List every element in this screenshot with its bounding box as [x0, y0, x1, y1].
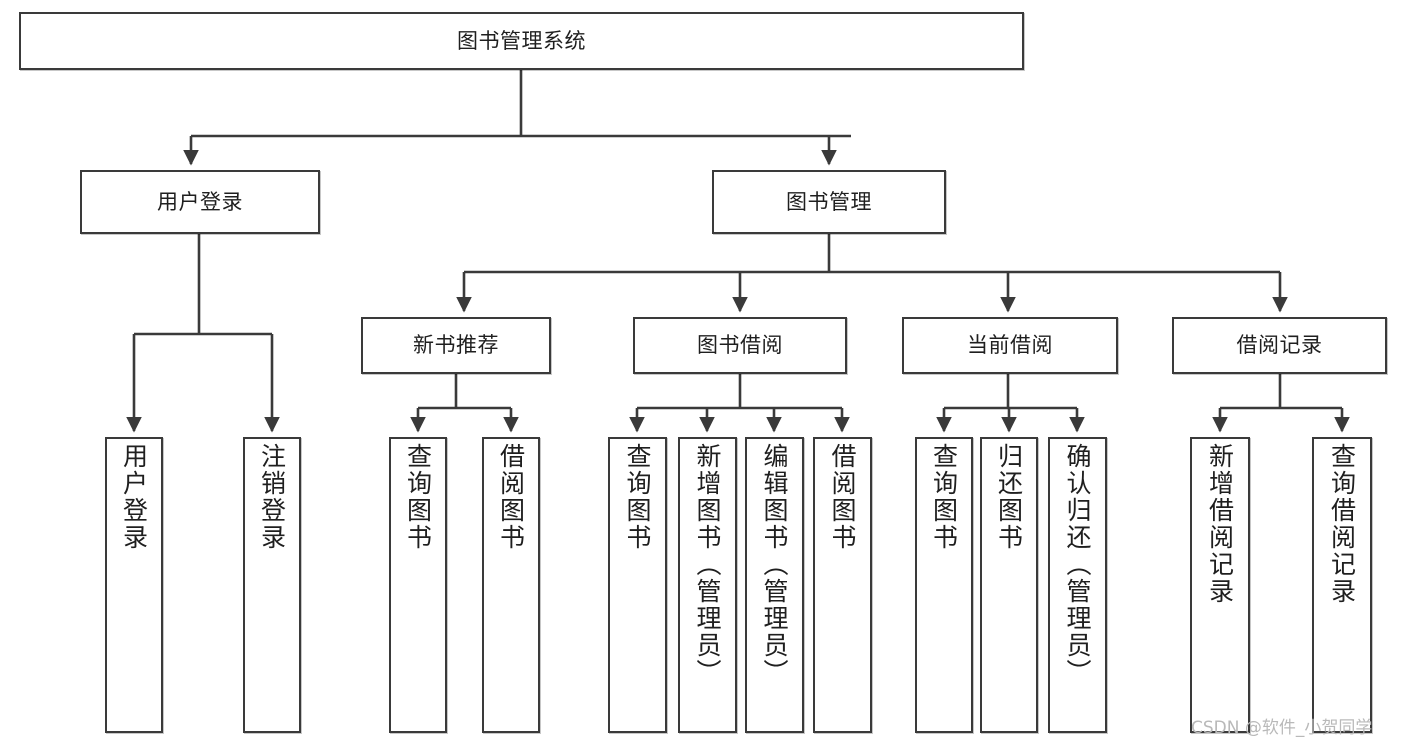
leaf-query-book-borrow[interactable]: 查询图书 [608, 437, 667, 733]
leaf-logout-label: 注销登录 [257, 443, 287, 551]
node-user-login[interactable]: 用户登录 [80, 170, 320, 234]
leaf-query-borrow-record-label: 查询借阅记录 [1327, 443, 1357, 605]
leaf-query-book-recommend[interactable]: 查询图书 [389, 437, 447, 733]
leaf-query-borrow-record[interactable]: 查询借阅记录 [1312, 437, 1372, 733]
leaf-borrow-book-label: 借阅图书 [828, 443, 857, 551]
leaf-user-login-label: 用户登录 [119, 443, 149, 551]
leaf-return-book[interactable]: 归还图书 [980, 437, 1038, 733]
leaf-edit-book[interactable]: 编辑图书（管理员） [745, 437, 804, 733]
node-root[interactable]: 图书管理系统 [19, 12, 1024, 70]
csdn-watermark: CSDN @软件_小贺同学 [1191, 718, 1373, 738]
leaf-return-book-label: 归还图书 [994, 443, 1024, 551]
leaf-borrow-book[interactable]: 借阅图书 [813, 437, 872, 733]
leaf-add-book-label: 新增图书（管理员） [693, 443, 722, 686]
leaf-query-book-borrow-label: 查询图书 [623, 443, 652, 551]
node-new-book-recommend-label: 新书推荐 [413, 333, 499, 358]
node-book-borrow-label: 图书借阅 [697, 333, 783, 358]
leaf-borrow-book-recommend[interactable]: 借阅图书 [482, 437, 540, 733]
node-current-borrow-label: 当前借阅 [967, 333, 1053, 358]
node-user-login-label: 用户登录 [157, 189, 243, 214]
node-book-manage-label: 图书管理 [786, 189, 872, 214]
node-root-label: 图书管理系统 [457, 28, 586, 53]
node-borrow-record[interactable]: 借阅记录 [1172, 317, 1387, 374]
node-borrow-record-label: 借阅记录 [1236, 333, 1323, 358]
node-book-manage[interactable]: 图书管理 [712, 170, 946, 234]
leaf-query-book-current-label: 查询图书 [929, 443, 959, 551]
leaf-add-book[interactable]: 新增图书（管理员） [678, 437, 737, 733]
leaf-add-borrow-record-label: 新增借阅记录 [1205, 443, 1235, 605]
node-book-borrow[interactable]: 图书借阅 [633, 317, 847, 374]
leaf-add-borrow-record[interactable]: 新增借阅记录 [1190, 437, 1250, 733]
leaf-query-book-current[interactable]: 查询图书 [915, 437, 973, 733]
leaf-confirm-return[interactable]: 确认归还（管理员） [1048, 437, 1107, 733]
leaf-user-login[interactable]: 用户登录 [105, 437, 163, 733]
leaf-edit-book-label: 编辑图书（管理员） [760, 443, 789, 686]
node-current-borrow[interactable]: 当前借阅 [902, 317, 1118, 374]
leaf-query-book-recommend-label: 查询图书 [403, 443, 433, 551]
leaf-logout[interactable]: 注销登录 [243, 437, 301, 733]
leaf-borrow-book-recommend-label: 借阅图书 [496, 443, 526, 551]
leaf-confirm-return-label: 确认归还（管理员） [1063, 443, 1092, 686]
node-new-book-recommend[interactable]: 新书推荐 [361, 317, 551, 374]
